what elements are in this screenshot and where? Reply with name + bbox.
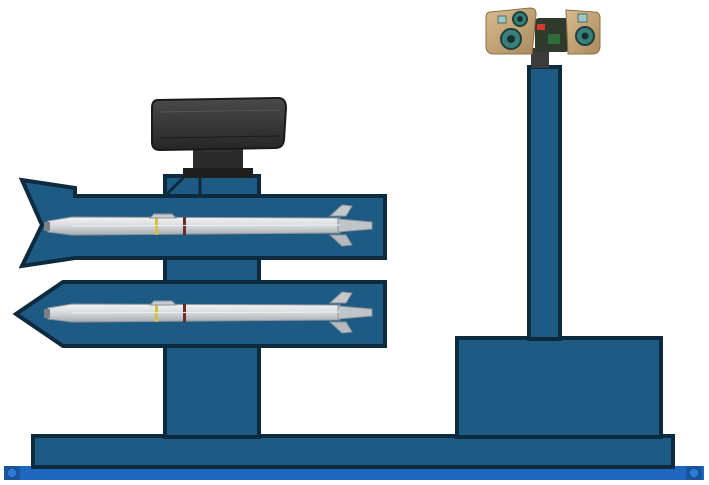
mounting-rail: [4, 466, 704, 480]
sensor-mast: [527, 65, 562, 341]
equipment-box: [455, 336, 663, 439]
camera-turret-icon: [485, 7, 601, 68]
missile-icon: [44, 204, 373, 247]
radar-icon: [151, 96, 288, 178]
missile-icon: [44, 291, 373, 334]
base-platform: [31, 434, 675, 469]
